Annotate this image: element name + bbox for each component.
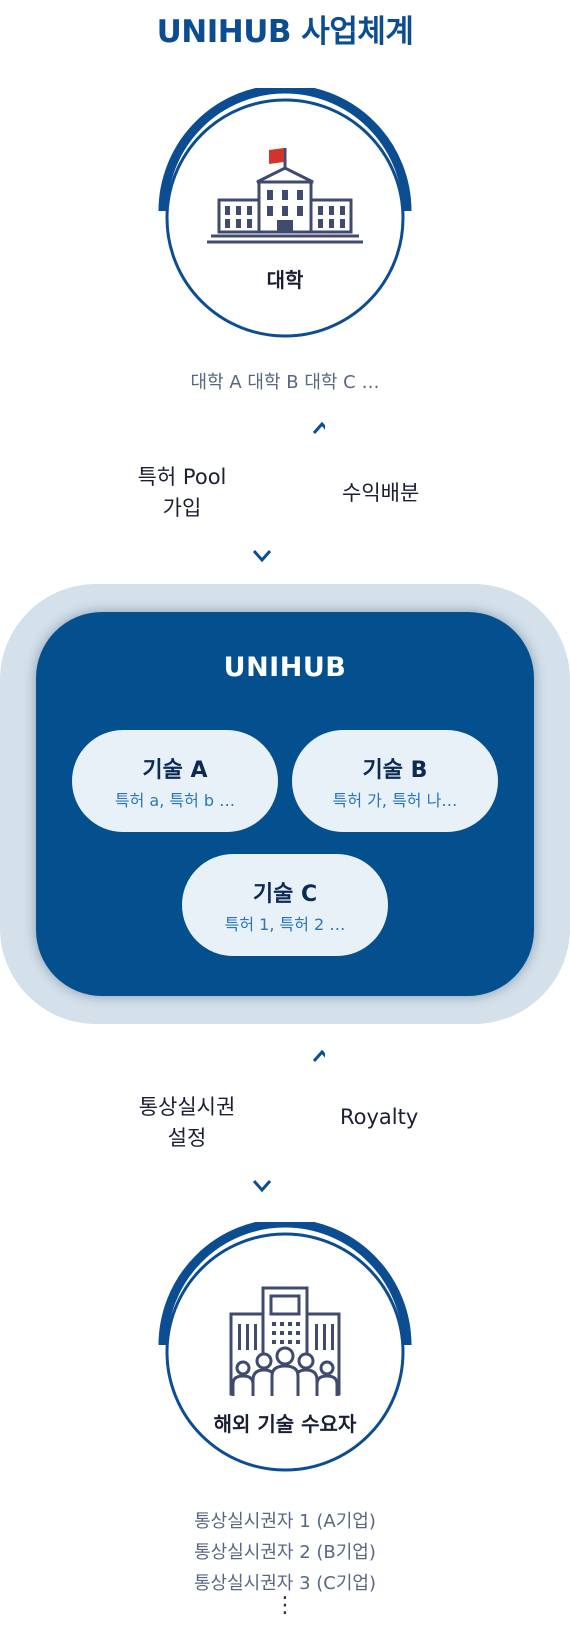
technology-b-pill: 기술 B 특허 가, 특허 나… [292, 730, 498, 832]
technology-patents: 특허 1, 특허 2 … [224, 915, 346, 934]
top-flow-arrows [252, 421, 325, 566]
technology-name: 기술 C [252, 882, 318, 907]
licensee-item: 통상실시권자 2 (B기업) [194, 1542, 376, 1563]
bottom-flow-arrows [252, 1049, 325, 1194]
license-grant-label: 통상실시권 설정 [138, 1095, 236, 1150]
university-members: 대학 A 대학 B 대학 C … [190, 372, 380, 393]
unihub-label: UNIHUB [223, 652, 347, 683]
university-label: 대학 [266, 268, 304, 292]
office-building-people-icon [229, 1286, 341, 1396]
revenue-share-label: 수익배분 [342, 481, 420, 505]
more-licensees: ⋮ [274, 1593, 296, 1618]
technology-name: 기술 A [142, 758, 208, 783]
down-arrow [252, 1052, 272, 1193]
technology-patents: 특허 가, 특허 나… [332, 791, 458, 810]
university-node: 대학 [155, 88, 415, 348]
technology-c-pill: 기술 C 특허 1, 특허 2 … [182, 854, 388, 956]
technology-patents: 특허 a, 특허 b … [114, 791, 236, 810]
licensee-item: 통상실시권자 1 (A기업) [194, 1511, 376, 1532]
technology-a-pill: 기술 A 특허 a, 특허 b … [72, 730, 278, 832]
licensee-label: 해외 기술 수요자 [213, 1412, 357, 1436]
university-building-icon [207, 148, 363, 244]
royalty-label: Royalty [340, 1105, 419, 1129]
up-arrow [312, 421, 325, 566]
down-arrow [252, 424, 272, 563]
patent-pool-join-label: 특허 Pool 가입 [137, 465, 227, 520]
university-circle [158, 88, 412, 338]
technology-name: 기술 B [362, 758, 428, 783]
licensee-node: 해외 기술 수요자 [155, 1222, 415, 1482]
up-arrow [312, 1049, 325, 1194]
licensee-list: 통상실시권자 1 (A기업) 통상실시권자 2 (B기업) 통상실시권자 3 (… [0, 1506, 570, 1599]
page-title: UNIHUB 사업체계 [156, 14, 414, 50]
licensee-item: 통상실시권자 3 (C기업) [194, 1573, 376, 1594]
